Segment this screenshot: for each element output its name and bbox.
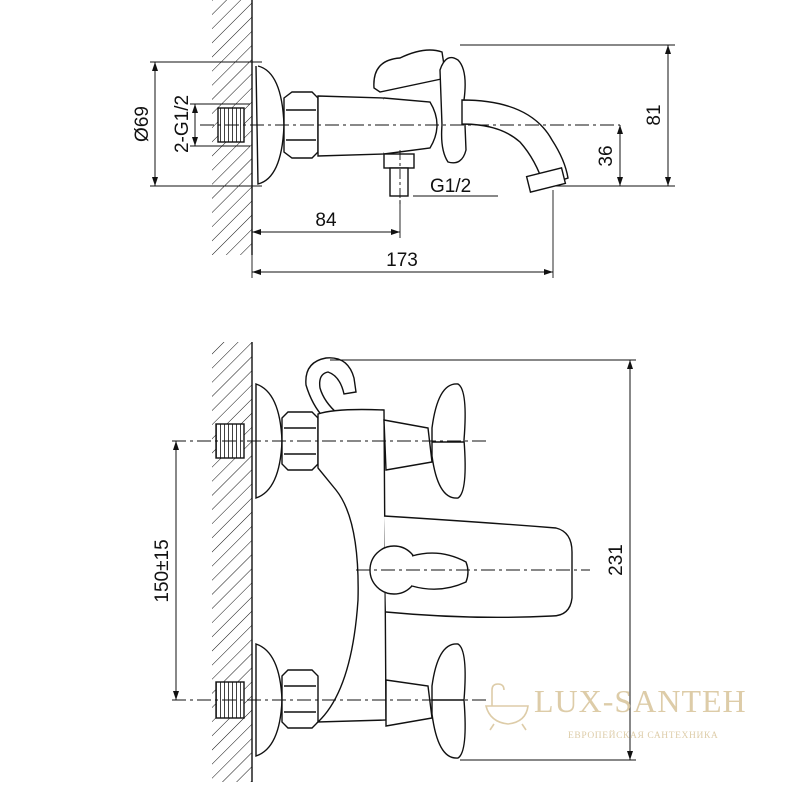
shower-holder bbox=[305, 357, 357, 419]
outlet-stub-top bbox=[383, 153, 415, 169]
top-view-guides bbox=[150, 44, 675, 278]
mixer-body-front bbox=[316, 408, 387, 723]
dim-total-height-front: 231 bbox=[606, 544, 627, 576]
spout-front bbox=[383, 515, 573, 619]
dim-inlet-thread: 2-G1/2 bbox=[172, 95, 193, 153]
dim-spout-height: 36 bbox=[596, 145, 617, 166]
dim-total-height-top: 81 bbox=[644, 104, 665, 125]
watermark: LUX-SANTEH ЕВРОПЕЙСКАЯ САНТЕХНИКА bbox=[484, 683, 747, 741]
handle-top bbox=[373, 49, 447, 93]
dim-outlet-thread: G1/2 bbox=[430, 176, 471, 197]
cross-handle-top bbox=[439, 56, 467, 164]
mixer-body-top bbox=[317, 95, 391, 157]
hex-nut-lower bbox=[281, 669, 319, 729]
cross-handle-lower bbox=[431, 643, 466, 759]
spout-top bbox=[461, 99, 569, 187]
dim-total-length: 173 bbox=[386, 250, 418, 271]
front-view-dimension-lines bbox=[173, 360, 633, 760]
watermark-brand: LUX-SANTEH bbox=[534, 683, 747, 719]
valve-upper bbox=[383, 419, 433, 471]
diverter-top bbox=[383, 97, 438, 155]
front-view bbox=[212, 342, 573, 782]
bathtub-logo-icon bbox=[484, 683, 529, 731]
top-view-dimension-lines bbox=[152, 45, 671, 275]
dim-center-distance: 150±15 bbox=[152, 539, 173, 602]
valve-lower bbox=[385, 679, 433, 727]
top-view bbox=[212, 0, 569, 255]
front-view-guides bbox=[172, 359, 636, 761]
dim-wall-to-outlet: 84 bbox=[315, 210, 337, 231]
dim-diameter: Ø69 bbox=[132, 106, 153, 142]
watermark-tagline: ЕВРОПЕЙСКАЯ САНТЕХНИКА bbox=[568, 729, 718, 741]
